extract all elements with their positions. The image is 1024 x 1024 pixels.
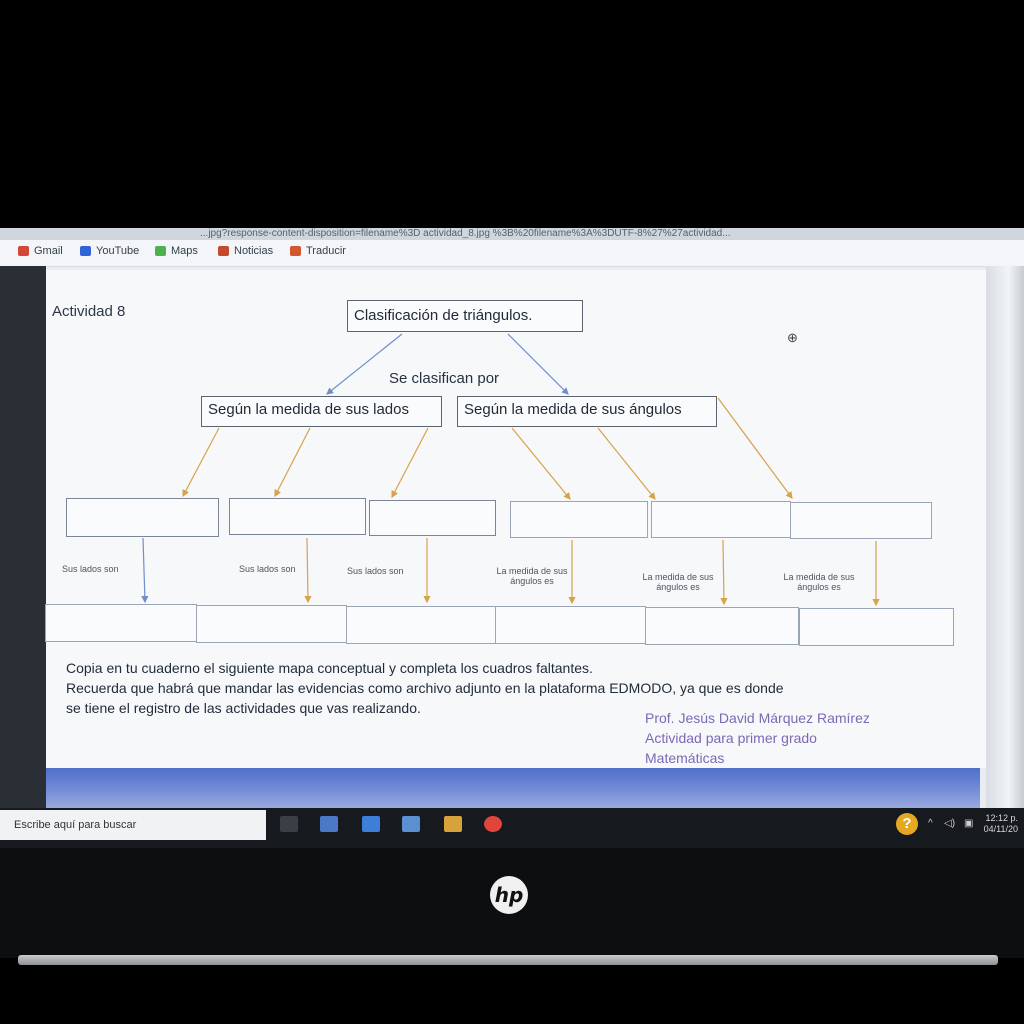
zoom-in-icon[interactable]: ⊕ — [787, 330, 798, 345]
angles-label-2: La medida de sus ángulos es — [642, 572, 714, 592]
bookmark-noticias[interactable]: Noticias — [218, 245, 273, 257]
hp-logo: hp — [490, 876, 528, 914]
arrow-angles-1 — [511, 427, 571, 500]
bookmarks-bar: Gmail YouTube Maps Noticias Traducir — [0, 240, 1024, 267]
answer-box-3 — [346, 606, 496, 644]
arrow-angles-2 — [597, 427, 656, 500]
activity-label: Actividad 8 — [52, 303, 126, 320]
bookmark-gmail[interactable]: Gmail — [18, 245, 63, 257]
angles-label-3: La medida de sus ángulos es — [783, 572, 855, 592]
empty-box-angles-3 — [790, 502, 932, 539]
news-icon — [218, 246, 229, 256]
network-icon[interactable]: ▣ — [964, 818, 974, 829]
sides-label-3: Sus lados son — [347, 566, 404, 576]
help-icon[interactable]: ? — [896, 813, 918, 835]
classify-label: Se clasifican por — [389, 370, 500, 387]
answer-box-2 — [196, 605, 347, 643]
connector-title-sides — [326, 333, 403, 395]
window-edge — [0, 266, 46, 811]
image-bottom-banner — [46, 768, 980, 812]
arrow-sides-1 — [182, 427, 220, 498]
empty-box-sides-3 — [369, 500, 496, 536]
dropbox-icon[interactable] — [362, 816, 380, 832]
bookmark-maps[interactable]: Maps — [155, 245, 198, 257]
instructions-text: Copia en tu cuaderno el siguiente mapa c… — [66, 660, 784, 716]
sides-label-2: Sus lados son — [239, 564, 296, 574]
concept-title-box: Clasificación de triángulos. — [347, 300, 583, 332]
bookmark-youtube[interactable]: YouTube — [80, 245, 139, 257]
arrow-sides-2 — [274, 427, 311, 498]
branch-sides-box: Según la medida de sus lados — [201, 396, 442, 427]
screen-glare — [986, 266, 1024, 811]
empty-box-angles-2 — [651, 501, 791, 538]
taskbar-search-input[interactable]: Escribe aquí para buscar — [0, 810, 266, 840]
youtube-icon — [80, 246, 91, 256]
taskbar: Escribe aquí para buscar ? ^ ◁) ▣ 12:12 … — [0, 808, 1024, 848]
angles-label-1: La medida de sus ángulos es — [496, 566, 568, 586]
answer-box-1 — [45, 604, 197, 642]
mail-icon[interactable] — [444, 816, 462, 832]
volume-icon[interactable]: ◁) — [944, 818, 956, 829]
connector-down-1 — [141, 537, 149, 604]
system-clock[interactable]: 12:12 p. 04/11/20 — [983, 813, 1018, 834]
author-block: Prof. Jesús David Márquez Ramírez Activi… — [645, 710, 870, 766]
chevron-up-icon[interactable]: ^ — [928, 818, 933, 829]
sides-label-1: Sus lados son — [62, 564, 119, 574]
store-icon[interactable] — [320, 816, 338, 832]
empty-box-sides-1 — [66, 498, 219, 537]
empty-box-angles-1 — [510, 501, 648, 538]
gmail-icon — [18, 246, 29, 256]
chrome-icon[interactable] — [484, 816, 502, 832]
connector-title-angles — [507, 333, 569, 395]
laptop-hinge — [18, 955, 998, 965]
arrow-angles-3 — [717, 397, 793, 499]
address-bar[interactable]: ...jpg?response-content-disposition=file… — [0, 228, 1024, 240]
bookmark-traducir[interactable]: Traducir — [290, 245, 346, 257]
translate-icon — [290, 246, 301, 256]
connector-down-5 — [720, 539, 728, 606]
answer-box-5 — [645, 607, 799, 645]
answer-box-6 — [799, 608, 954, 646]
empty-box-sides-2 — [229, 498, 366, 535]
branch-angles-box: Según la medida de sus ángulos — [457, 396, 717, 427]
file-explorer-icon[interactable] — [402, 816, 420, 832]
arrow-sides-3 — [391, 427, 429, 499]
connector-down-2 — [304, 537, 312, 604]
task-view-icon[interactable] — [280, 816, 298, 832]
answer-box-4 — [495, 606, 646, 644]
maps-icon — [155, 246, 166, 256]
